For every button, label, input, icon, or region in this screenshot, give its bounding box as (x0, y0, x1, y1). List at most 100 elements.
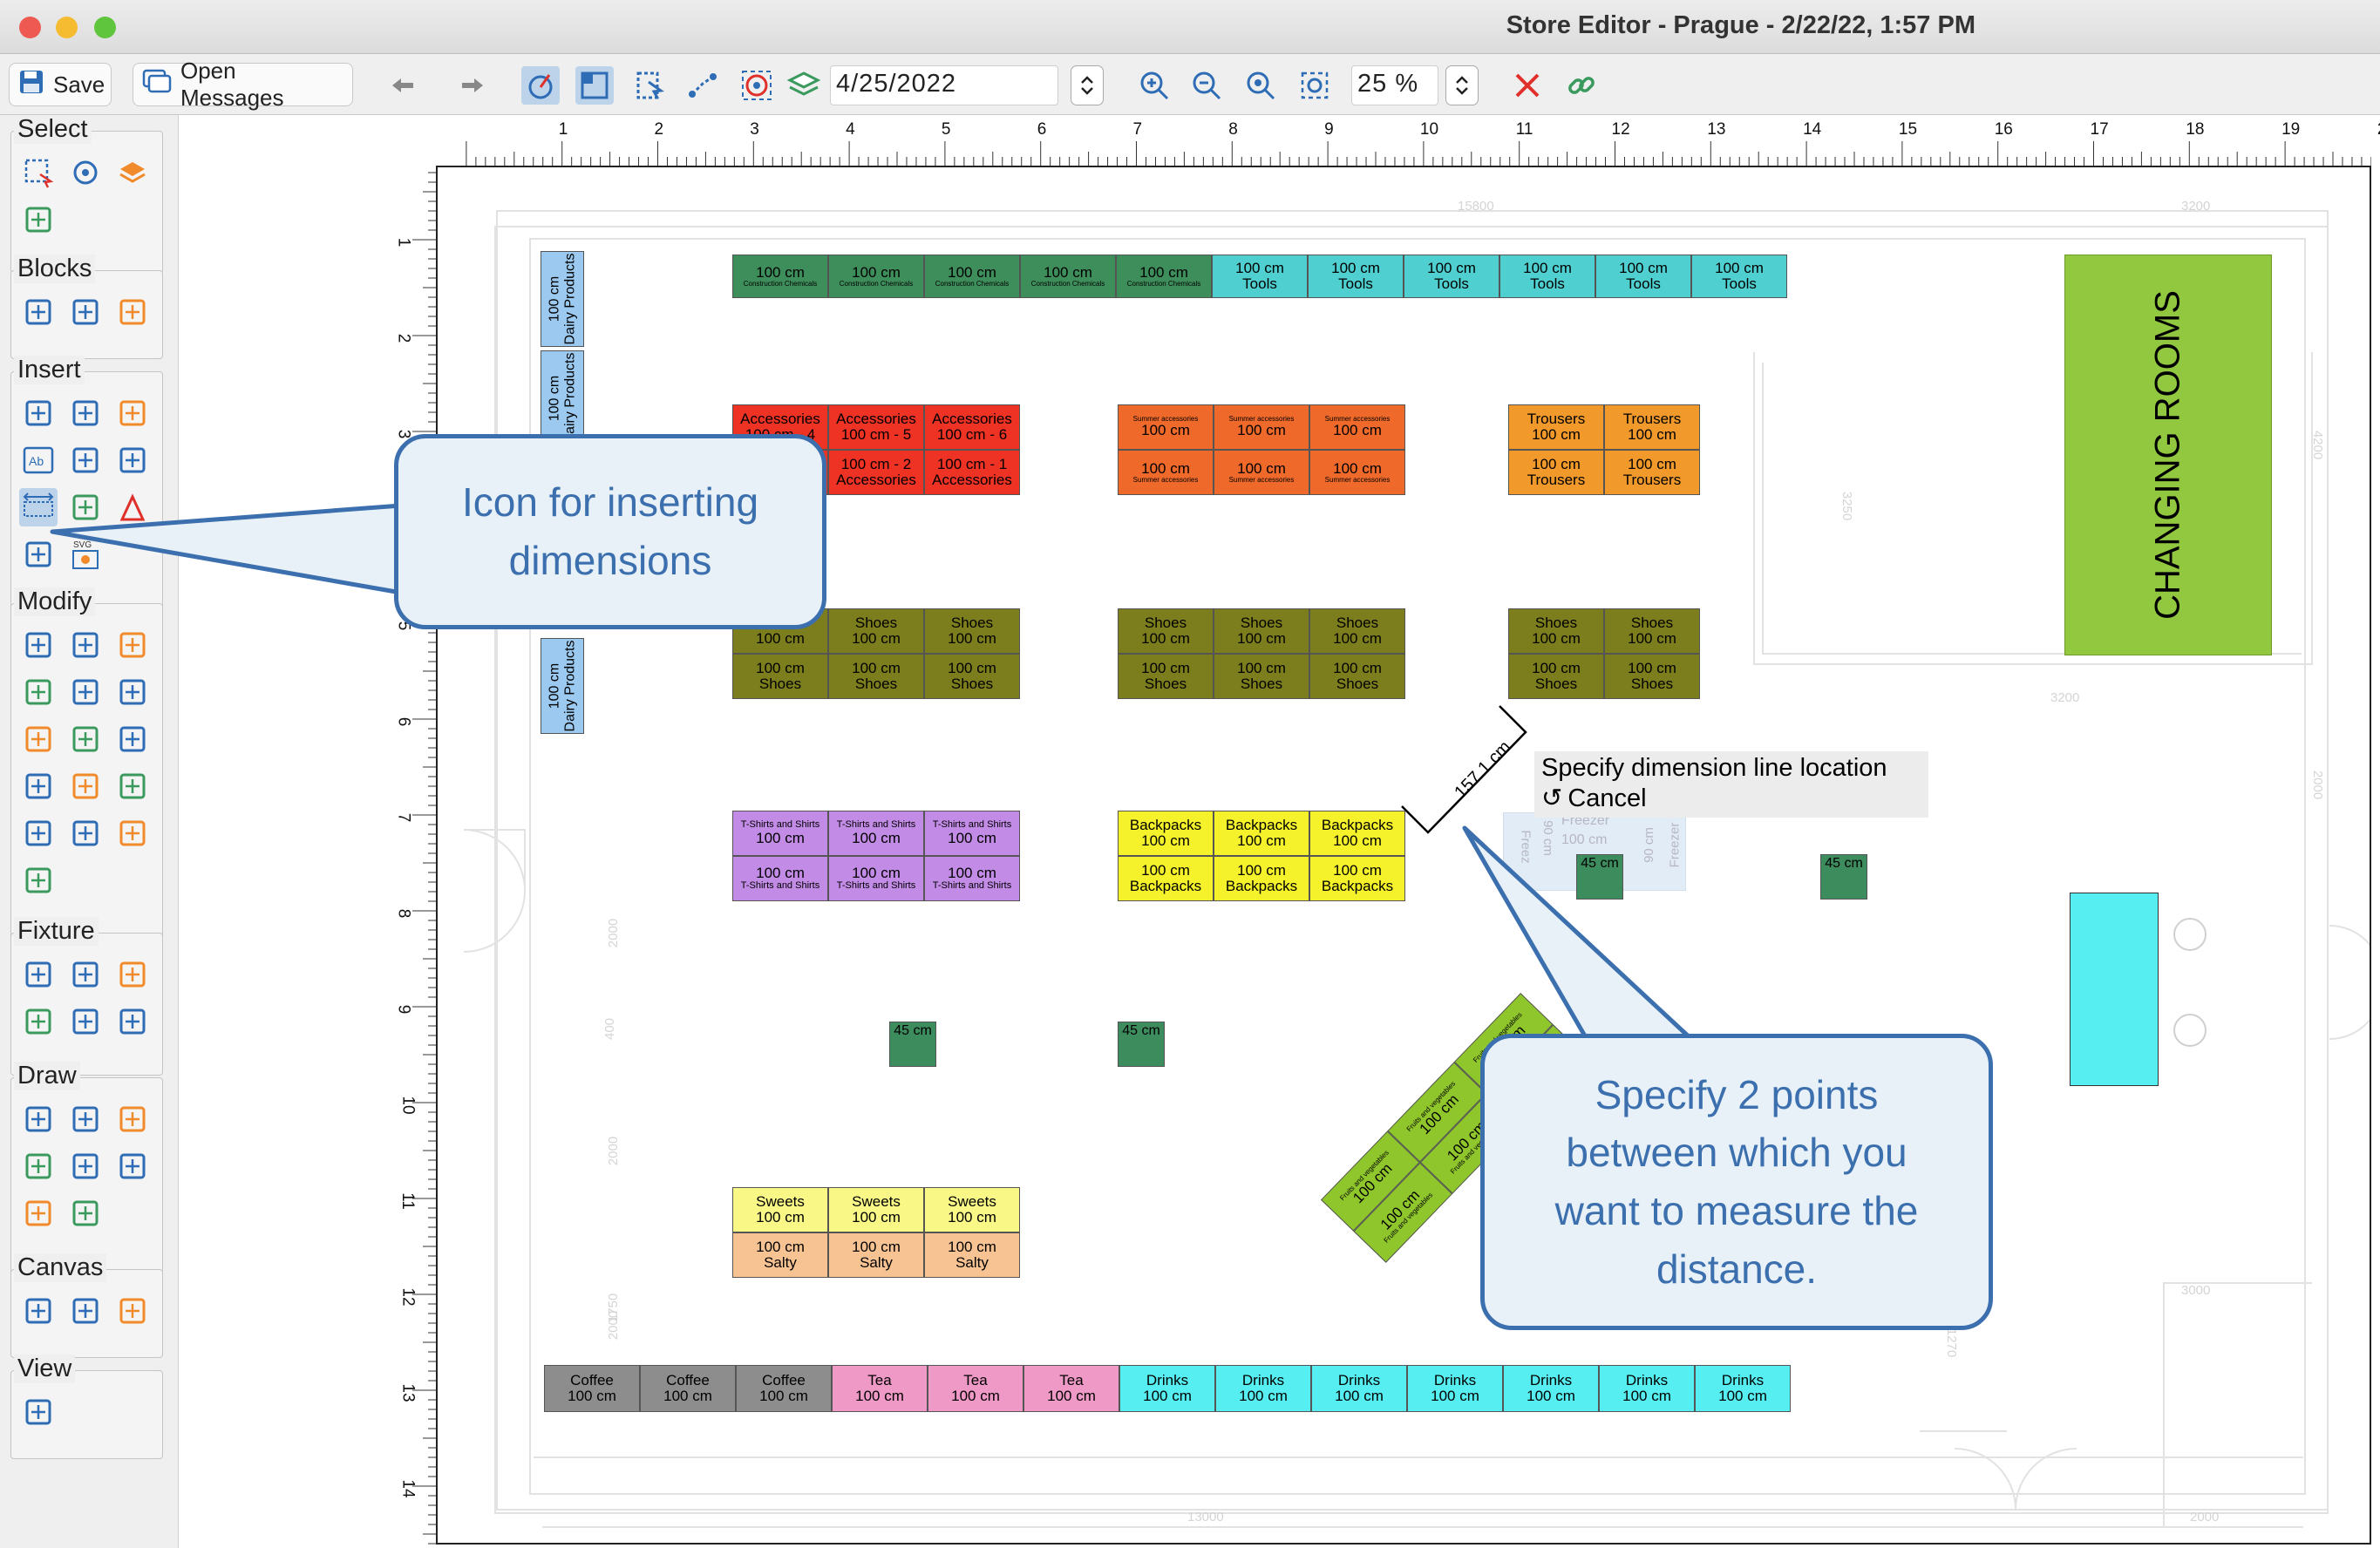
rotate-icon[interactable] (113, 626, 152, 664)
fixture-45cm[interactable]: 45 cm (1118, 1022, 1165, 1067)
zoom-out-icon[interactable] (1187, 66, 1226, 105)
fixture-network-icon[interactable] (19, 955, 58, 994)
select-rect-icon[interactable] (19, 153, 58, 192)
draw-polyline-icon[interactable] (66, 1100, 105, 1138)
distribute-h-icon[interactable] (19, 720, 58, 758)
insert-image-icon[interactable] (19, 535, 58, 574)
draw-circle-icon[interactable] (19, 1194, 58, 1232)
resize-icon[interactable] (19, 861, 58, 900)
insert-dimension-icon[interactable] (19, 488, 58, 526)
bring-front-icon[interactable] (19, 814, 58, 852)
insert-pdf-icon[interactable] (113, 488, 152, 526)
insert-box-icon[interactable] (66, 394, 105, 432)
block-shelf-icon[interactable] (113, 293, 152, 331)
draw-curve-icon[interactable] (19, 1147, 58, 1185)
date-stepper[interactable] (1071, 65, 1104, 105)
insert-shelf-icon[interactable] (19, 394, 58, 432)
insert-calendar-icon[interactable] (113, 441, 152, 479)
canvas-rotate-icon[interactable] (66, 1292, 105, 1330)
checkout-counter[interactable] (2070, 893, 2159, 1086)
fixture-add-icon[interactable] (113, 1002, 152, 1041)
snap-icon[interactable] (66, 767, 105, 805)
zoom-selection-icon[interactable] (1295, 66, 1334, 105)
fixture-45cm[interactable]: 45 cm (1820, 854, 1867, 900)
send-back-icon[interactable] (66, 814, 105, 852)
fixture-number-icon[interactable] (66, 1002, 105, 1041)
select-area-icon[interactable] (631, 66, 670, 105)
link-icon[interactable] (1562, 66, 1601, 105)
target-icon[interactable] (66, 153, 105, 192)
changing-rooms[interactable]: CHANGING ROOMS (2064, 255, 2272, 655)
insert-line-icon[interactable] (66, 488, 105, 526)
target-icon[interactable] (738, 66, 776, 105)
snap-angle-icon[interactable] (521, 66, 560, 105)
mirror-icon[interactable] (113, 673, 152, 711)
zoom-stepper[interactable] (1445, 65, 1479, 105)
fixture-45cm[interactable]: 45 cm (1576, 854, 1623, 900)
snap-grid-icon[interactable] (575, 66, 614, 105)
insert-table-icon[interactable] (113, 394, 152, 432)
view-layers-icon[interactable] (19, 1393, 58, 1431)
save-button[interactable]: Save (9, 63, 112, 106)
align-edge-icon[interactable] (113, 720, 152, 758)
zoom-in-icon[interactable] (1135, 66, 1173, 105)
fixture-rotate-icon[interactable] (66, 955, 105, 994)
draw-zigzag-icon[interactable] (66, 1147, 105, 1185)
open-messages-button[interactable]: Open Messages (133, 58, 353, 111)
insert-photo-icon[interactable] (66, 441, 105, 479)
align-top-icon[interactable] (19, 767, 58, 805)
delete-icon[interactable] (1508, 66, 1547, 105)
align-bottom-icon[interactable] (113, 767, 152, 805)
draw-polygon-icon[interactable] (66, 1194, 105, 1232)
fixture-45cm[interactable]: 45 cm (889, 1022, 936, 1067)
minimize-window-button[interactable] (56, 17, 78, 38)
layers-icon[interactable] (785, 66, 823, 105)
canvas-grid-icon[interactable] (113, 1292, 152, 1330)
